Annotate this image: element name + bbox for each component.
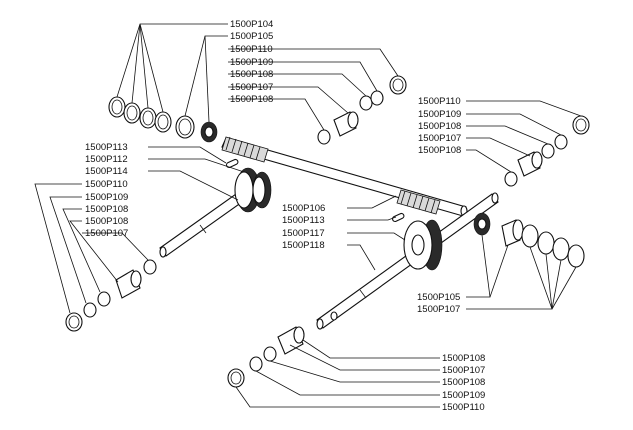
label-b-1500P108: 1500P108 <box>442 353 485 364</box>
label-tl-1500P108: 1500P108 <box>230 69 273 80</box>
gear-left-1500P114 <box>234 167 272 213</box>
label-r-1500P105: 1500P105 <box>417 292 460 303</box>
worm-thread-lower <box>396 189 441 215</box>
label-l-1500P112: 1500P112 <box>85 154 128 165</box>
leader-lines <box>34 23 582 408</box>
gear-right-1500P117 <box>403 219 443 271</box>
washers-1500P104 <box>108 96 172 133</box>
label-tr-1500P107: 1500P107 <box>418 133 461 144</box>
sleeve-top-left <box>175 115 195 139</box>
label-c-1500P117: 1500P117 <box>282 228 325 239</box>
label-tr-1500P108-b: 1500P108 <box>418 145 461 156</box>
label-c-1500P106: 1500P106 <box>282 203 325 214</box>
stack-top-middle <box>317 75 407 145</box>
label-tl-1500P108-b: 1500P108 <box>230 94 273 105</box>
label-l-1500P110: 1500P110 <box>85 179 128 190</box>
bearing-1500P105-top <box>200 121 218 143</box>
label-tr-1500P109: 1500P109 <box>418 109 461 120</box>
label-l-1500P108: 1500P108 <box>85 204 128 215</box>
label-tl-1500P109: 1500P109 <box>230 57 273 68</box>
label-tl-1500P107: 1500P107 <box>230 82 273 93</box>
label-b-1500P107: 1500P107 <box>442 365 485 376</box>
label-l-1500P108-b: 1500P108 <box>85 216 128 227</box>
stack-right <box>473 212 585 268</box>
label-tr-1500P108: 1500P108 <box>418 121 461 132</box>
label-b-1500P109: 1500P109 <box>442 390 485 401</box>
label-l-1500P113: 1500P113 <box>85 142 128 153</box>
label-l-1500P107: 1500P107 <box>85 228 128 239</box>
stack-bottom <box>227 311 338 388</box>
key-center-1500P113 <box>391 212 405 222</box>
stack-top-right <box>504 115 590 187</box>
label-b-1500P110: 1500P110 <box>442 402 485 413</box>
label-r-1500P107: 1500P107 <box>417 304 460 315</box>
label-tl-1500P104: 1500P104 <box>230 19 273 30</box>
label-c-1500P113: 1500P113 <box>282 215 325 226</box>
label-tl-1500P105: 1500P105 <box>230 31 273 42</box>
worm-thread-upper <box>221 136 269 163</box>
label-l-1500P109: 1500P109 <box>85 192 128 203</box>
label-l-1500P114: 1500P114 <box>85 166 128 177</box>
part-labels: 1500P104 1500P105 1500P110 1500P109 1500… <box>85 19 485 413</box>
stack-left <box>65 259 157 332</box>
label-tr-1500P110: 1500P110 <box>418 96 461 107</box>
label-c-1500P118: 1500P118 <box>282 240 325 251</box>
label-b-1500P108-b: 1500P108 <box>442 377 485 388</box>
label-tl-1500P110: 1500P110 <box>230 44 273 55</box>
